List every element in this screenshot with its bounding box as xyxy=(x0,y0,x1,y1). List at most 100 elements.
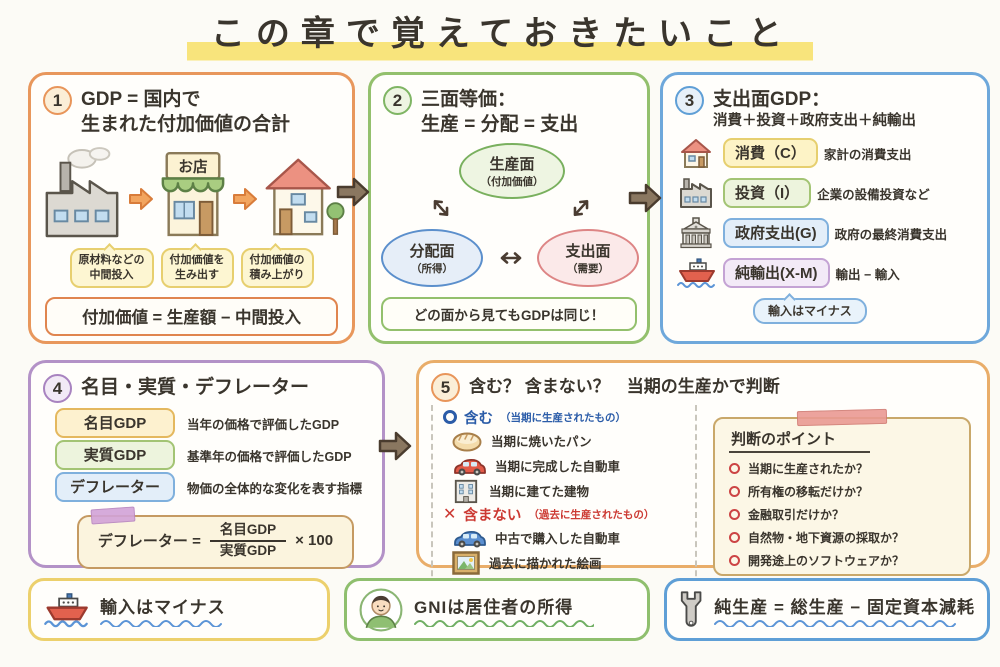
panel5-number-badge: 5 xyxy=(431,373,460,402)
include-heading: 含む （当期に生産されたもの） xyxy=(443,406,685,428)
panel3-header: 3 支出面GDP： 消費＋投資＋政府支出＋純輸出 xyxy=(663,75,987,133)
net-exports-label: 純輸出(X-M) xyxy=(723,258,830,289)
footnote-text: GNIは居住者の所得 xyxy=(414,597,574,617)
include-item-building: 当期に建てた建物 xyxy=(443,478,685,503)
imports-negative-text: 輸入はマイナス xyxy=(768,304,852,319)
node-label: 生産面 xyxy=(489,156,535,174)
flow-arrow-icon xyxy=(232,188,257,211)
bubble-line: 付加価値の xyxy=(249,254,305,267)
imports-negative-bubble: 輸入はマイナス xyxy=(753,292,867,325)
panel-flow-arrow-icon xyxy=(378,431,412,461)
include-circle-icon xyxy=(443,410,457,424)
panel1-title: GDP = 国内で 生まれた付加価値の合計 xyxy=(81,85,290,137)
node-sublabel: （付加価値） xyxy=(480,176,544,189)
panel5-body: 含む （当期に生産されたもの） 当期に焼いたパン xyxy=(419,405,987,586)
washi-tape-icon xyxy=(796,408,888,427)
double-arrow-icon xyxy=(500,252,522,264)
footnote-text: 純生産 = 総生産 − 固定資本減耗 xyxy=(714,597,975,617)
panel3-title-line1: 支出面GDP： xyxy=(713,89,831,110)
include-item-bread: 当期に焼いたパン xyxy=(443,428,685,453)
panel-flow-arrow-icon xyxy=(628,183,662,213)
bubble-creates-value: 付加価値を 生み出す xyxy=(160,242,234,288)
include-item-text: 当期に焼いたパン xyxy=(491,435,592,449)
bubble-line: 原材料などの xyxy=(78,254,145,267)
include-item-car: 当期に完成した自動車 xyxy=(443,453,685,478)
person-icon xyxy=(359,588,403,631)
government-building-icon xyxy=(675,217,717,249)
ship-icon xyxy=(675,257,717,289)
row-net-exports: 純輸出(X-M) 輸出 − 輸入 xyxy=(675,253,979,293)
exclude-heading-text: 含まない xyxy=(463,507,522,524)
net-exports-desc: 輸出 − 輸入 xyxy=(835,267,900,282)
panel1-title-line2: 生まれた付加価値の合計 xyxy=(81,114,291,136)
three-sided-diagram: 生産面 （付加価値） 分配面 （所得） 支出面 （需要） xyxy=(371,141,647,291)
footnote-net-production: 純生産 = 総生産 − 固定資本減耗 xyxy=(664,578,990,641)
real-gdp-desc: 基準年の価格で評価したGDP xyxy=(187,449,352,464)
panel3-number-badge: 3 xyxy=(675,86,704,115)
exclude-x-icon: ✕ xyxy=(443,506,457,523)
panel5-header: 5 含む？ 含まない？ 当期の生産かで判断 xyxy=(419,363,987,405)
shop-icon: お店 xyxy=(161,152,224,237)
panel4-number-badge: 4 xyxy=(43,374,72,403)
checklist-circle-icon xyxy=(729,532,740,543)
panel4-header: 4 名目・実質・デフレーター xyxy=(31,363,382,405)
bubble-line: 積み上がり xyxy=(249,269,305,281)
wavy-underline xyxy=(414,619,594,627)
panel2-header: 2 三面等価： 生産 = 分配 = 支出 xyxy=(371,75,647,139)
wavy-underline xyxy=(714,619,957,627)
footnote-gni-residents: GNIは居住者の所得 xyxy=(344,578,650,641)
government-desc: 政府の最終消費支出 xyxy=(834,227,948,242)
node-label: 支出面 xyxy=(565,243,611,261)
gdp-measure-rows: 名目GDP 当年の価格で評価したGDP 実質GDP 基準年の価格で評価したGDP… xyxy=(31,405,382,503)
row-nominal-gdp: 名目GDP 当年の価格で評価したGDP xyxy=(31,407,382,439)
deflator-desc: 物価の全体的な変化を表す指標 xyxy=(187,481,363,496)
row-real-gdp: 実質GDP 基準年の価格で評価したGDP xyxy=(31,439,382,471)
judgment-point: 当期に生産されたか？ xyxy=(729,457,957,480)
consumption-desc: 家計の消費支出 xyxy=(823,147,912,162)
judgment-point: 所有権の移転だけか？ xyxy=(729,480,957,503)
checklist-circle-icon xyxy=(729,555,740,566)
panel2-title-line2: 生産 = 分配 = 支出 xyxy=(421,114,579,136)
judgment-point: 金融取引だけか？ xyxy=(729,503,957,526)
exclude-item-painting: 過去に描かれた絵画 xyxy=(443,550,685,575)
panel1-number-badge: 1 xyxy=(43,86,72,115)
red-car-icon xyxy=(454,458,486,475)
judgment-point-text: 所有権の移転だけか？ xyxy=(748,485,869,499)
include-item-text: 当期に建てた建物 xyxy=(489,485,590,499)
washi-tape-icon xyxy=(90,506,136,525)
judgment-points-title: 判断のポイント xyxy=(729,428,871,453)
node-sublabel: （所得） xyxy=(411,263,453,276)
include-exclude-list: 含む （当期に生産されたもの） 当期に焼いたパン xyxy=(431,405,697,586)
deflator-formula-rhs: × 100 xyxy=(295,532,334,550)
judgment-point-text: 開発途上のソフトウェアか？ xyxy=(748,554,905,568)
panel-include-exclude: 5 含む？ 含まない？ 当期の生産かで判断 含む （当期に生産されたもの） 当期… xyxy=(416,360,990,586)
row-consumption: 消費（C） 家計の消費支出 xyxy=(675,133,979,173)
judgment-point-text: 当期に生産されたか？ xyxy=(748,462,869,476)
painting-icon xyxy=(452,550,480,575)
panel1-header: 1 GDP = 国内で 生まれた付加価値の合計 xyxy=(31,75,352,139)
page-title: この章で覚えておきたいこと xyxy=(0,4,1000,63)
checklist-circle-icon xyxy=(729,509,740,520)
house-icon xyxy=(675,137,717,169)
deflator-label: デフレーター xyxy=(55,472,175,502)
blue-car-icon xyxy=(454,530,486,547)
factory-icon xyxy=(45,147,118,238)
panel2-number-badge: 2 xyxy=(383,86,412,115)
judgment-point-text: 金融取引だけか？ xyxy=(748,508,845,522)
panel1-bubbles: 原材料などの 中間投入 付加価値を 生み出す 付加価値の 積み上がり xyxy=(31,242,352,288)
government-label: 政府支出(G) xyxy=(723,218,829,249)
production-side-node: 生産面 （付加価値） xyxy=(459,143,565,200)
panel-nominal-real-deflator: 4 名目・実質・デフレーター 名目GDP 当年の価格で評価したGDP 実質GDP… xyxy=(28,360,385,569)
expenditure-components: 消費（C） 家計の消費支出 投資（I） 企業の設備投資など xyxy=(663,133,987,325)
node-sublabel: （需要） xyxy=(567,263,609,276)
page-title-text: この章で覚えておきたいこと xyxy=(186,4,814,63)
judgment-point-text: 自然物・地下資源の採取か？ xyxy=(748,531,905,545)
footnote-text: 輸入はマイナス xyxy=(100,597,226,617)
panel3-title: 支出面GDP： 消費＋投資＋政府支出＋純輸出 xyxy=(713,85,916,131)
panel-gdp-definition: 1 GDP = 国内で 生まれた付加価値の合計 お店 xyxy=(28,72,355,344)
nominal-gdp-label: 名目GDP xyxy=(55,408,175,438)
fraction-numerator: 名目GDP xyxy=(209,522,287,542)
house-icon xyxy=(265,158,345,236)
panel2-title: 三面等価： 生産 = 分配 = 支出 xyxy=(421,85,578,137)
judgment-point: 開発途上のソフトウェアか？ xyxy=(729,549,957,572)
